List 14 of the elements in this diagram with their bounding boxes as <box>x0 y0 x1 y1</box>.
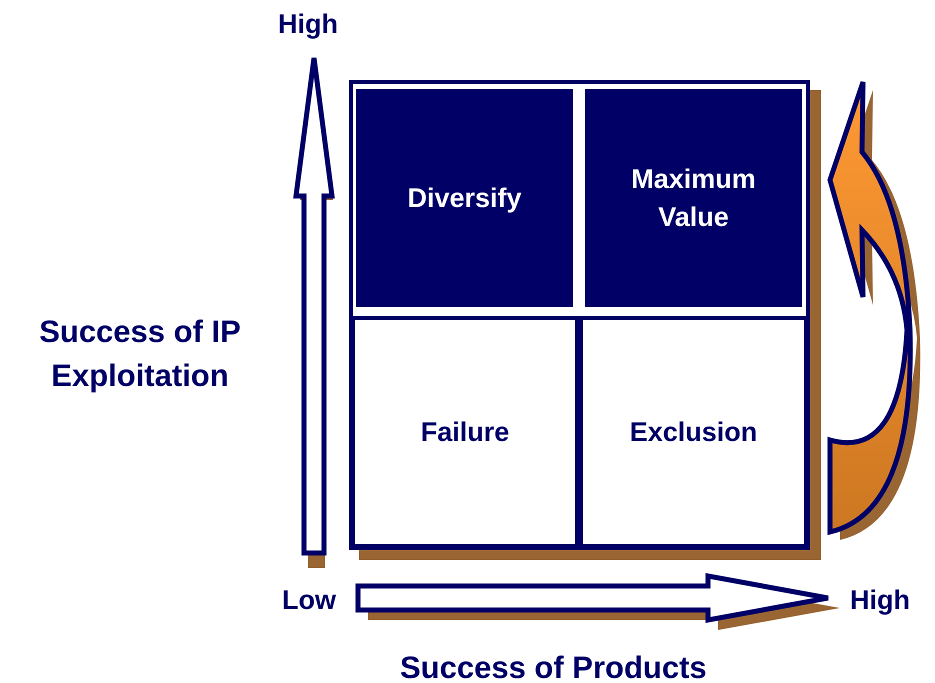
axis-label: High <box>850 584 910 617</box>
light-quadrant <box>579 316 808 548</box>
axis-label: Success of IP Exploitation <box>38 313 242 395</box>
axis-label: Success of Products <box>400 649 707 683</box>
quadrant-label: Diversify <box>406 182 523 215</box>
dark-quadrant <box>585 89 802 307</box>
quadrant-label: Exclusion <box>628 416 758 449</box>
axis-label: High <box>278 8 338 41</box>
quadrant-label: Failure <box>420 416 510 449</box>
curved-arrow <box>828 80 920 540</box>
light-quadrant <box>351 316 579 548</box>
axis-label: Low <box>282 584 336 617</box>
quadrant-label: Maximum Value <box>630 163 757 234</box>
dark-quadrant <box>356 89 573 307</box>
